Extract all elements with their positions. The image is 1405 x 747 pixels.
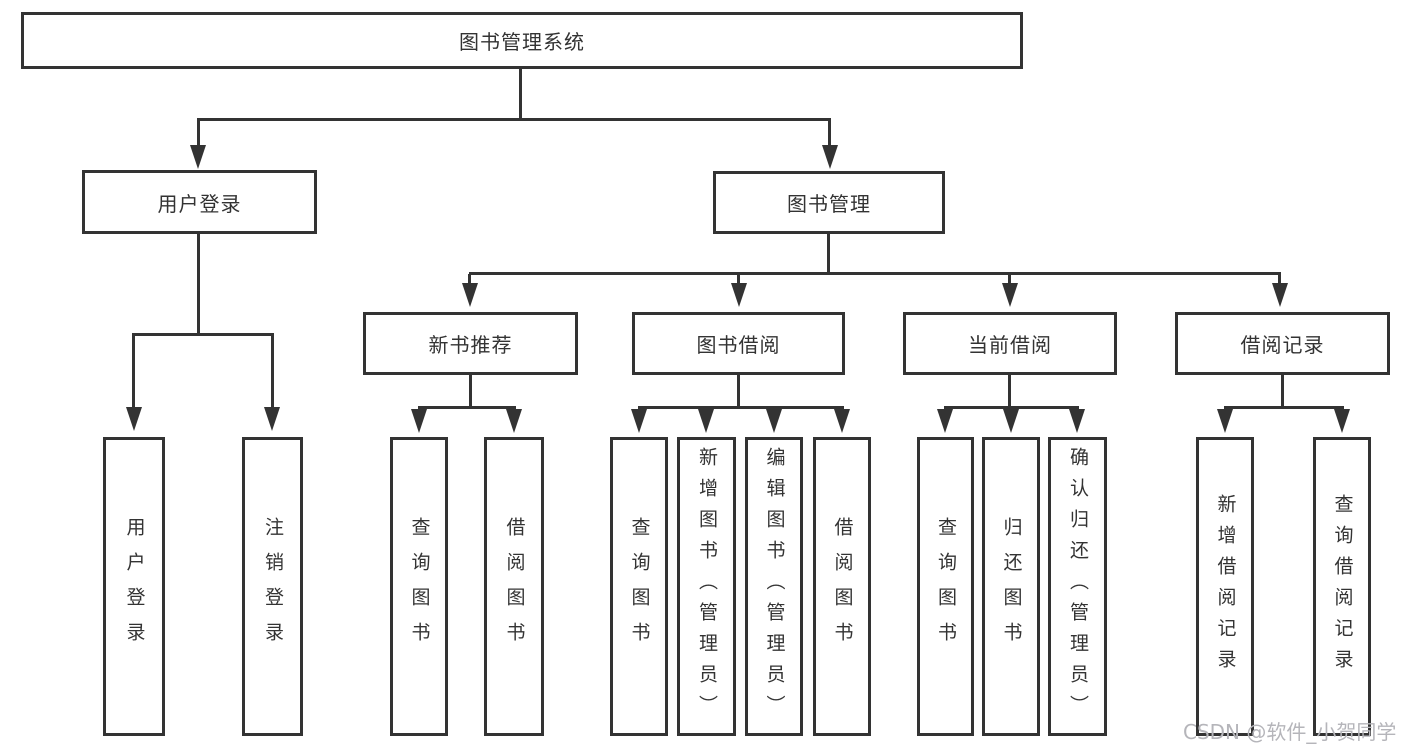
connector-hline bbox=[469, 272, 1281, 275]
connector-hline bbox=[944, 406, 1079, 409]
node-label: 查询图书 bbox=[408, 516, 431, 657]
connector-hline bbox=[1224, 406, 1344, 409]
arrowhead-down-icon bbox=[1069, 409, 1085, 433]
node-current-borrow: 当前借阅 bbox=[903, 312, 1117, 375]
leaf-query-books: 查询图书 bbox=[917, 437, 974, 736]
node-label: 借阅记录 bbox=[1240, 333, 1325, 357]
arrowhead-down-icon bbox=[126, 407, 142, 431]
connector-vline bbox=[519, 69, 522, 120]
node-label: 编辑图书（管理员） bbox=[763, 447, 786, 726]
connector-vline bbox=[1281, 375, 1284, 408]
arrowhead-down-icon bbox=[1334, 409, 1350, 433]
connector-hline bbox=[638, 406, 844, 409]
arrowhead-down-icon bbox=[1003, 409, 1019, 433]
arrowhead-down-icon bbox=[731, 283, 747, 307]
node-label: 查询借阅记录 bbox=[1331, 493, 1354, 680]
leaf-query-books: 查询图书 bbox=[610, 437, 668, 736]
connector-hline bbox=[197, 118, 831, 121]
node-book-management: 图书管理 bbox=[713, 171, 945, 234]
leaf-query-books: 查询图书 bbox=[390, 437, 448, 736]
node-user-login: 用户登录 bbox=[82, 170, 317, 234]
node-root-library-system: 图书管理系统 bbox=[21, 12, 1023, 69]
connector-vline bbox=[1278, 274, 1281, 286]
node-label: 查询图书 bbox=[628, 516, 651, 657]
connector-vline bbox=[271, 335, 274, 409]
leaf-edit-books-admin: 编辑图书（管理员） bbox=[745, 437, 803, 736]
node-label: 图书借阅 bbox=[696, 333, 781, 357]
connector-vline bbox=[827, 234, 830, 274]
arrowhead-down-icon bbox=[1217, 409, 1233, 433]
connector-hline bbox=[418, 406, 516, 409]
connector-vline bbox=[469, 375, 472, 408]
arrowhead-down-icon bbox=[631, 409, 647, 433]
connector-vline bbox=[737, 375, 740, 408]
arrowhead-down-icon bbox=[698, 409, 714, 433]
node-label: 图书管理 bbox=[787, 192, 871, 216]
arrowhead-down-icon bbox=[190, 145, 206, 169]
node-label: 新增借阅记录 bbox=[1214, 493, 1237, 680]
arrowhead-down-icon bbox=[462, 283, 478, 307]
node-label: 用户登录 bbox=[157, 191, 242, 216]
node-label: 注销登录 bbox=[262, 516, 284, 657]
arrowhead-down-icon bbox=[766, 409, 782, 433]
leaf-logout: 注销登录 bbox=[242, 437, 303, 736]
node-label: 新书推荐 bbox=[428, 333, 513, 357]
leaf-return-books: 归还图书 bbox=[982, 437, 1040, 736]
connector-vline bbox=[197, 120, 200, 147]
node-new-book-recommend: 新书推荐 bbox=[363, 312, 578, 375]
leaf-add-books-admin: 新增图书（管理员） bbox=[677, 437, 736, 736]
csdn-watermark: CSDN @软件_小贺同学 bbox=[1183, 720, 1397, 744]
node-label: 图书管理系统 bbox=[459, 30, 585, 54]
connector-hline bbox=[132, 333, 274, 336]
node-book-borrow: 图书借阅 bbox=[632, 312, 845, 375]
leaf-borrow-books: 借阅图书 bbox=[484, 437, 544, 736]
arrowhead-down-icon bbox=[1002, 283, 1018, 307]
arrowhead-down-icon bbox=[411, 409, 427, 433]
arrowhead-down-icon bbox=[834, 409, 850, 433]
node-label: 确认归还（管理员） bbox=[1067, 447, 1089, 726]
node-label: 借阅图书 bbox=[503, 516, 526, 657]
connector-vline bbox=[828, 120, 831, 147]
node-borrow-records: 借阅记录 bbox=[1175, 312, 1390, 375]
leaf-add-borrow-record: 新增借阅记录 bbox=[1196, 437, 1254, 736]
node-label: 用户登录 bbox=[123, 516, 146, 657]
arrowhead-down-icon bbox=[937, 409, 953, 433]
arrowhead-down-icon bbox=[264, 407, 280, 431]
node-label: 归还图书 bbox=[1000, 516, 1023, 657]
connector-vline bbox=[1008, 274, 1011, 286]
connector-vline bbox=[197, 234, 200, 335]
node-label: 查询图书 bbox=[935, 516, 957, 657]
connector-vline bbox=[132, 335, 135, 409]
node-label: 借阅图书 bbox=[831, 516, 854, 657]
leaf-borrow-books: 借阅图书 bbox=[813, 437, 871, 736]
node-label: 新增图书（管理员） bbox=[696, 447, 718, 726]
arrowhead-down-icon bbox=[822, 145, 838, 169]
leaf-query-borrow-record: 查询借阅记录 bbox=[1313, 437, 1371, 736]
node-label: 当前借阅 bbox=[968, 333, 1052, 357]
arrowhead-down-icon bbox=[506, 409, 522, 433]
leaf-user-login: 用户登录 bbox=[103, 437, 165, 736]
connector-vline bbox=[737, 274, 740, 286]
connector-vline bbox=[468, 274, 471, 286]
connector-vline bbox=[1008, 375, 1011, 408]
arrowhead-down-icon bbox=[1272, 283, 1288, 307]
leaf-confirm-return-admin: 确认归还（管理员） bbox=[1048, 437, 1107, 736]
